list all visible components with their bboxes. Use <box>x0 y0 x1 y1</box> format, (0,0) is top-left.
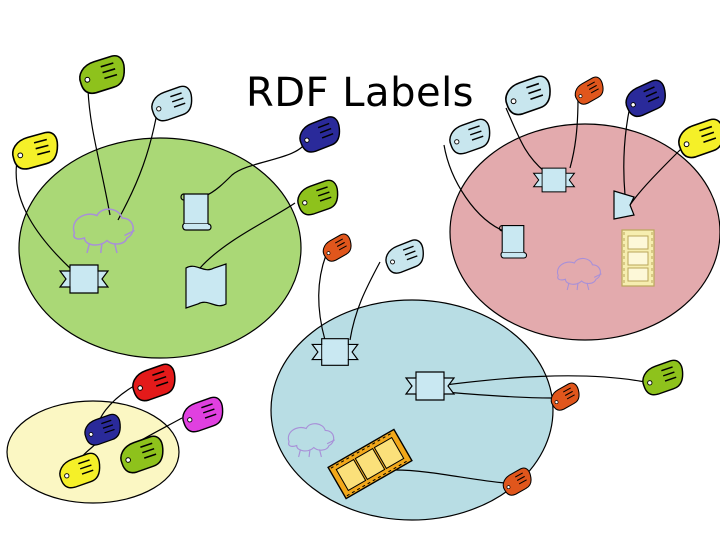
flag-pink <box>613 190 635 220</box>
connector <box>349 261 381 341</box>
tag-magenta-yellow-region <box>179 395 227 435</box>
tag-navy-right <box>295 114 344 155</box>
region-green <box>18 137 302 359</box>
connector <box>623 105 631 196</box>
region-pink <box>449 123 720 341</box>
tag-red-yellow-region <box>129 362 179 404</box>
tag-yellow-left <box>10 130 61 171</box>
scroll-green-top <box>180 193 212 231</box>
connector <box>444 375 646 386</box>
connector <box>199 202 296 269</box>
connector <box>15 155 73 271</box>
connector <box>117 112 158 221</box>
tag-lightblue-pink-2 <box>501 73 555 118</box>
connector <box>394 469 506 484</box>
connector <box>505 107 546 173</box>
connector <box>87 89 111 216</box>
film-strip-pink <box>621 229 655 287</box>
tag-lightblue-top <box>148 84 196 124</box>
tag-green-right <box>294 178 342 218</box>
scroll-green-wavy <box>185 263 227 309</box>
connector <box>444 391 553 399</box>
tag-orange-pink <box>571 74 608 107</box>
connector <box>204 139 308 197</box>
region-yellow <box>6 400 180 504</box>
connector <box>569 97 579 169</box>
tag-lightblue-pink-1 <box>446 117 494 157</box>
tag-yellow-pink <box>674 116 720 161</box>
tag-green-top <box>76 53 128 96</box>
connector <box>443 144 507 233</box>
scroll-pink-left <box>498 225 528 259</box>
tag-lightblue-center <box>382 237 428 276</box>
connector <box>629 145 685 206</box>
connector <box>318 254 327 341</box>
film-clip-blue <box>327 428 413 500</box>
tag-green-bottom-right <box>639 358 687 398</box>
